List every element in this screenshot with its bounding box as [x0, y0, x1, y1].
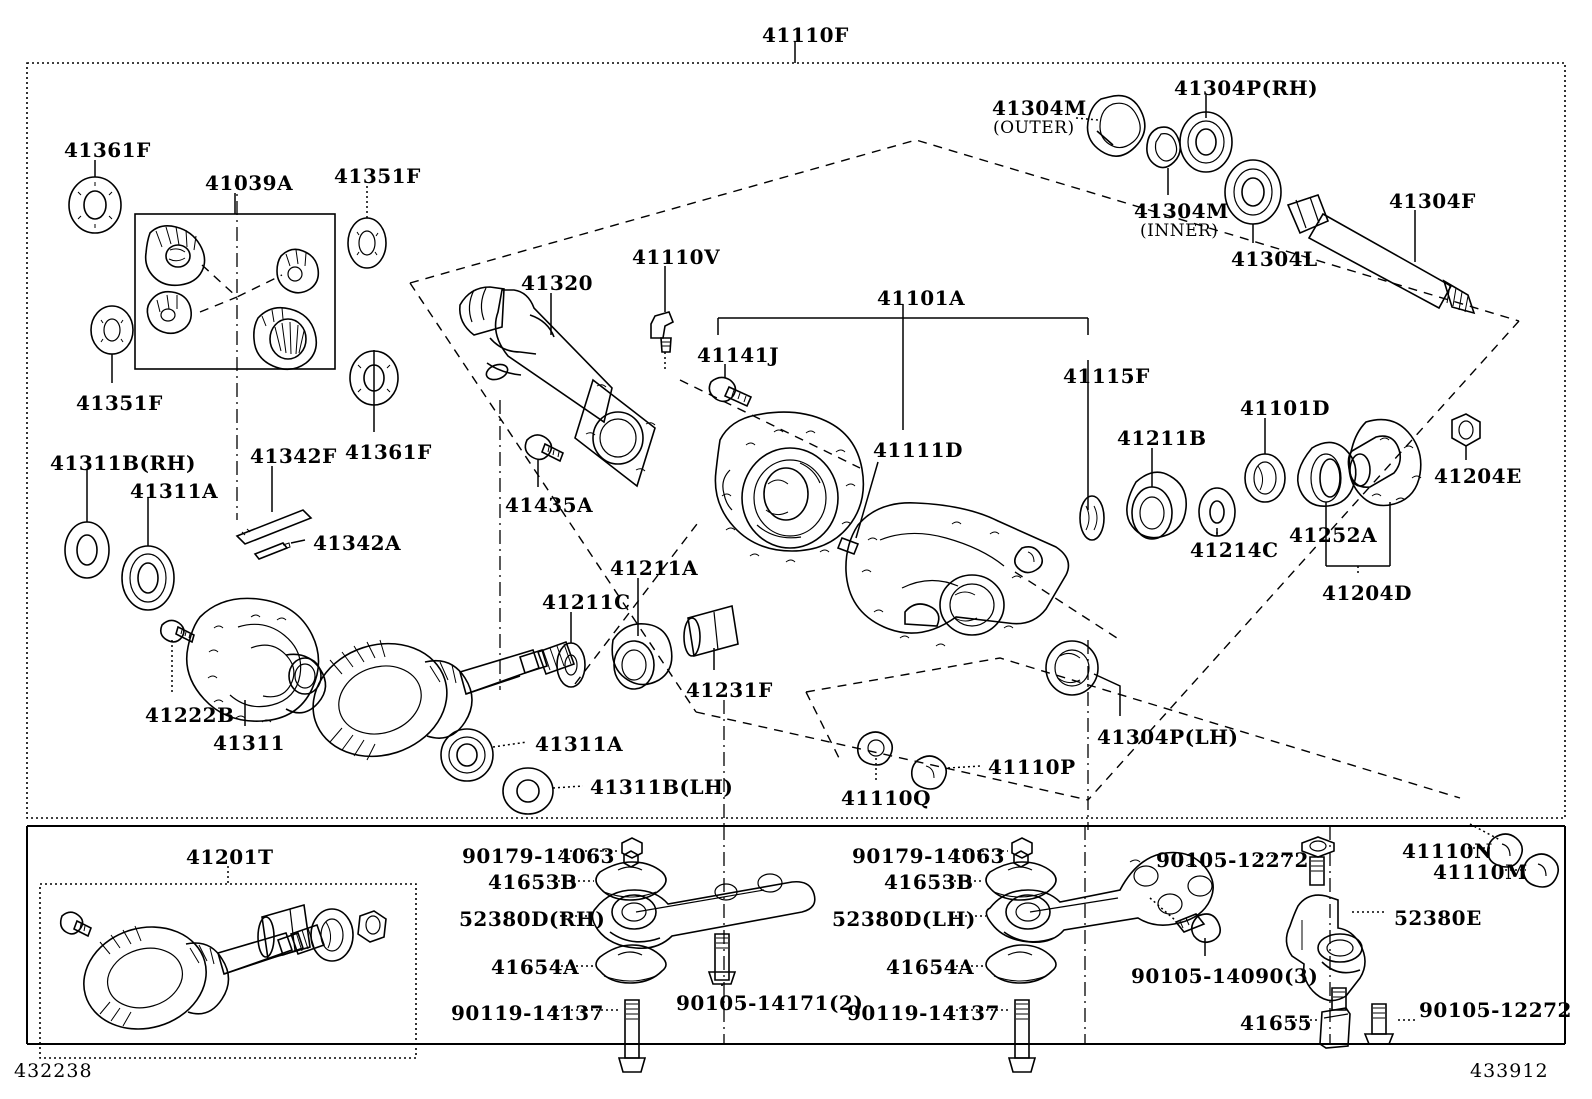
part-label-41304prh[interactable]: 41304P(RH) — [1174, 76, 1319, 100]
part-label-41361f[interactable]: 41361F — [345, 440, 432, 464]
part-label-9010512272[interactable]: 90105-12272 — [1419, 998, 1572, 1022]
part-label-41351f[interactable]: 41351F — [334, 164, 421, 188]
part-label-41320[interactable]: 41320 — [521, 271, 594, 295]
part-label-41653b[interactable]: 41653B — [488, 870, 578, 894]
part-label-41304f[interactable]: 41304F — [1389, 189, 1476, 213]
part-label-41311blh[interactable]: 41311B(LH) — [590, 775, 734, 799]
part-label-outer[interactable]: (OUTER) — [993, 118, 1075, 138]
part-label-41351f[interactable]: 41351F — [76, 391, 163, 415]
part-label-41655[interactable]: 41655 — [1240, 1011, 1313, 1035]
part-label-41039a[interactable]: 41039A — [205, 171, 294, 195]
part-label-41311a[interactable]: 41311A — [130, 479, 219, 503]
part-label-9011914137[interactable]: 90119-14137 — [847, 1001, 1000, 1025]
part-label-41110q[interactable]: 41110Q — [841, 786, 932, 810]
part-label-inner[interactable]: (INNER) — [1140, 221, 1219, 241]
part-label-41201t[interactable]: 41201T — [186, 845, 274, 869]
part-label-9011914137[interactable]: 90119-14137 — [451, 1001, 604, 1025]
part-label-41115f[interactable]: 41115F — [1063, 364, 1150, 388]
part-label-41110n[interactable]: 41110N — [1402, 839, 1493, 863]
part-label-41231f[interactable]: 41231F — [686, 678, 773, 702]
part-label-41304m[interactable]: 41304M — [992, 96, 1087, 120]
part-label-41111d[interactable]: 41111D — [873, 438, 963, 462]
part-label-41252a[interactable]: 41252A — [1289, 523, 1378, 547]
part-label-90105140903[interactable]: 90105-14090(3) — [1131, 964, 1319, 988]
part-label-41311[interactable]: 41311 — [213, 731, 286, 755]
part-label-41342f[interactable]: 41342F — [250, 444, 337, 468]
part-label-41101d[interactable]: 41101D — [1240, 396, 1330, 420]
drawing-number-right: 433912 — [1470, 1060, 1549, 1082]
part-label-41654a[interactable]: 41654A — [886, 955, 975, 979]
part-label-90105141712[interactable]: 90105-14171(2) — [676, 991, 864, 1015]
part-label-9017914063[interactable]: 90179-14063 — [462, 844, 615, 868]
part-label-9017914063[interactable]: 90179-14063 — [852, 844, 1005, 868]
part-label-41110p[interactable]: 41110P — [988, 755, 1076, 779]
part-label-41211b[interactable]: 41211B — [1117, 426, 1207, 450]
drawing-number-left: 432238 — [14, 1060, 93, 1082]
part-label-41222b[interactable]: 41222B — [145, 703, 235, 727]
part-label-41435a[interactable]: 41435A — [505, 493, 594, 517]
part-label-41304m[interactable]: 41304M — [1134, 199, 1229, 223]
part-label-41110v[interactable]: 41110V — [632, 245, 721, 269]
part-label-41342a[interactable]: 41342A — [313, 531, 402, 555]
part-label-41211a[interactable]: 41211A — [610, 556, 699, 580]
part-label-41204e[interactable]: 41204E — [1434, 464, 1522, 488]
part-label-9010512272[interactable]: 90105-12272 — [1156, 848, 1309, 872]
part-label-41361f[interactable]: 41361F — [64, 138, 151, 162]
part-label-41653b[interactable]: 41653B — [884, 870, 974, 894]
part-label-41110m[interactable]: 41110M — [1433, 860, 1528, 884]
part-label-41304l[interactable]: 41304L — [1231, 247, 1318, 271]
part-label-52380dlh[interactable]: 52380D(LH) — [832, 907, 976, 931]
part-label-41211c[interactable]: 41211C — [542, 590, 631, 614]
part-label-41304plh[interactable]: 41304P(LH) — [1097, 725, 1239, 749]
part-label-52380e[interactable]: 52380E — [1394, 906, 1482, 930]
part-label-41654a[interactable]: 41654A — [491, 955, 580, 979]
part-label-41101a[interactable]: 41101A — [877, 286, 966, 310]
part-label-41214c[interactable]: 41214C — [1190, 538, 1279, 562]
part-label-41110f[interactable]: 41110F — [762, 23, 849, 47]
part-label-52380drh[interactable]: 52380D(RH) — [459, 907, 606, 931]
part-label-41204d[interactable]: 41204D — [1322, 581, 1412, 605]
part-label-41141j[interactable]: 41141J — [697, 343, 780, 367]
part-label-41311a[interactable]: 41311A — [535, 732, 624, 756]
part-label-41311brh[interactable]: 41311B(RH) — [50, 451, 196, 475]
